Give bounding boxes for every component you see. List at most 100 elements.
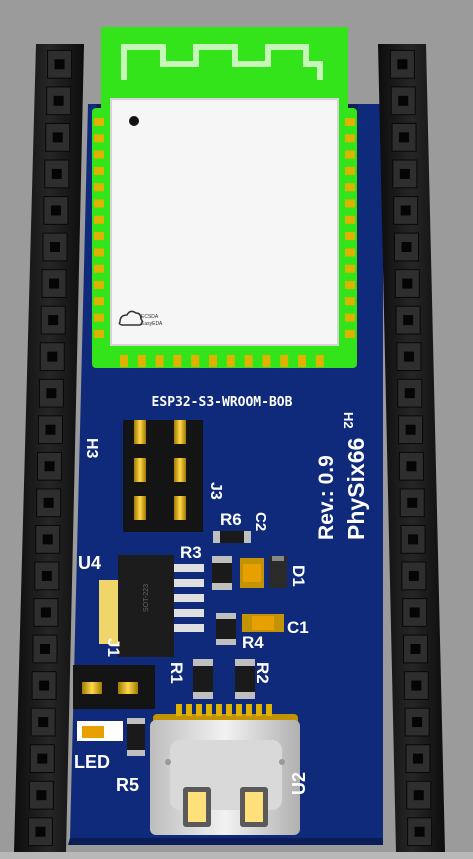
module-side-pad: [345, 150, 355, 159]
header-pin-socket: [45, 122, 71, 152]
header-pin-hole: [39, 680, 50, 691]
r2-label: R2: [253, 662, 272, 684]
regulator-marking: SOT-223: [143, 584, 150, 612]
j3-header: [123, 420, 203, 532]
c1-label: C1: [287, 618, 309, 637]
module-side-pad: [345, 297, 355, 306]
header-pin-hole: [404, 388, 415, 399]
header-pin-hole: [403, 315, 414, 326]
module-side-pad: [345, 166, 355, 175]
header-pin-hole: [413, 790, 424, 801]
usb-pad: [186, 704, 192, 716]
header-pin-hole: [406, 461, 417, 472]
module-side-pad: [345, 215, 355, 224]
module-side-pad: [345, 232, 355, 241]
header-pin-hole: [399, 132, 410, 143]
r1-label: R1: [167, 662, 186, 684]
header-pin-hole: [46, 388, 57, 399]
j1-label: J1: [104, 638, 123, 657]
header-pin-hole: [410, 644, 421, 654]
usb-pad: [256, 704, 262, 716]
board-title: ESP32-S3-WROOM-BOB: [152, 395, 293, 410]
resistor-r5: [127, 718, 145, 756]
header-pin-hole: [400, 205, 411, 216]
rf-shield-can: [110, 98, 339, 346]
header-pin-hole: [409, 607, 420, 618]
module-bottom-pad: [262, 355, 271, 367]
diode-d1: [269, 556, 287, 588]
module-side-pad: [94, 134, 104, 143]
module-side-pad: [94, 313, 104, 322]
header-pin-hole: [50, 205, 61, 216]
c2-label: C2: [252, 512, 269, 531]
module-side-pad: [94, 118, 104, 126]
module-side-pad: [345, 281, 355, 289]
header-pin-hole: [47, 351, 58, 362]
logo-text-line1: ECSDA: [141, 314, 159, 320]
module-bottom-pad: [120, 355, 128, 367]
usb-pad: [266, 704, 272, 716]
header-pin-hole: [399, 168, 410, 179]
usb-pad: [236, 704, 242, 716]
header-pin-hole: [42, 534, 53, 545]
pin1-marker: [129, 116, 139, 126]
module-pads: [94, 118, 355, 367]
header-pin-hole: [44, 461, 55, 472]
resistor-r1: [193, 659, 213, 699]
u4-lead: [174, 579, 204, 587]
j3-pin: [174, 420, 186, 444]
esp32-module: ECSDA EasyEDA: [92, 27, 358, 368]
header-pin-hole: [53, 95, 64, 106]
module-side-pad: [94, 232, 104, 241]
resistor-r6: [213, 531, 251, 543]
module-side-pad: [94, 215, 104, 224]
u4-lead: [174, 609, 204, 617]
j3-pin: [134, 458, 146, 482]
j3-pin: [134, 420, 146, 444]
usb-pad: [246, 704, 252, 716]
usb-pad: [176, 704, 182, 716]
usb-pad: [216, 704, 222, 716]
header-pin-hole: [45, 424, 56, 435]
header-pin-hole: [37, 753, 48, 764]
header-pin-hole: [36, 790, 47, 801]
r6-label: R6: [220, 510, 242, 529]
header-pin-hole: [48, 315, 59, 326]
module-side-pad: [94, 297, 104, 306]
module-bottom-pad: [315, 355, 324, 367]
capacitor-c2: [240, 558, 264, 588]
header-pin-hole: [401, 242, 412, 252]
led-label: LED: [74, 752, 110, 772]
header-pin-hole: [414, 826, 425, 837]
u4-lead: [174, 564, 204, 572]
resistor-r2: [235, 659, 255, 699]
module-side-pad: [94, 199, 104, 208]
revision-label: Rev.: 0.9: [315, 455, 338, 540]
capacitor-c1: [242, 614, 284, 632]
module-bottom-pad: [280, 355, 289, 367]
header-pin-hole: [52, 132, 63, 143]
module-side-pad: [94, 183, 104, 192]
header-pin-hole: [40, 644, 50, 654]
module-side-pad: [94, 281, 104, 289]
r3-label: R3: [180, 543, 202, 562]
module-bottom-pad: [191, 355, 200, 367]
header-pin-hole: [49, 278, 60, 289]
left-pin-header: [14, 44, 84, 852]
pcb-edge: [68, 838, 383, 845]
header-pin-hole: [398, 95, 409, 106]
module-side-pad: [94, 166, 104, 175]
module-side-pad: [345, 118, 355, 126]
jumper-j1: [73, 665, 155, 709]
module-side-pad: [345, 199, 355, 208]
header-pin-hole: [411, 680, 422, 691]
header-pin-hole: [51, 168, 62, 179]
u2-label: U2: [289, 772, 309, 795]
resistor-r4: [216, 613, 236, 645]
j3-pins: [134, 420, 186, 520]
module-side-pad: [345, 329, 355, 338]
header-pin-hole: [402, 278, 413, 289]
bottom-edge-strip: [0, 852, 473, 859]
